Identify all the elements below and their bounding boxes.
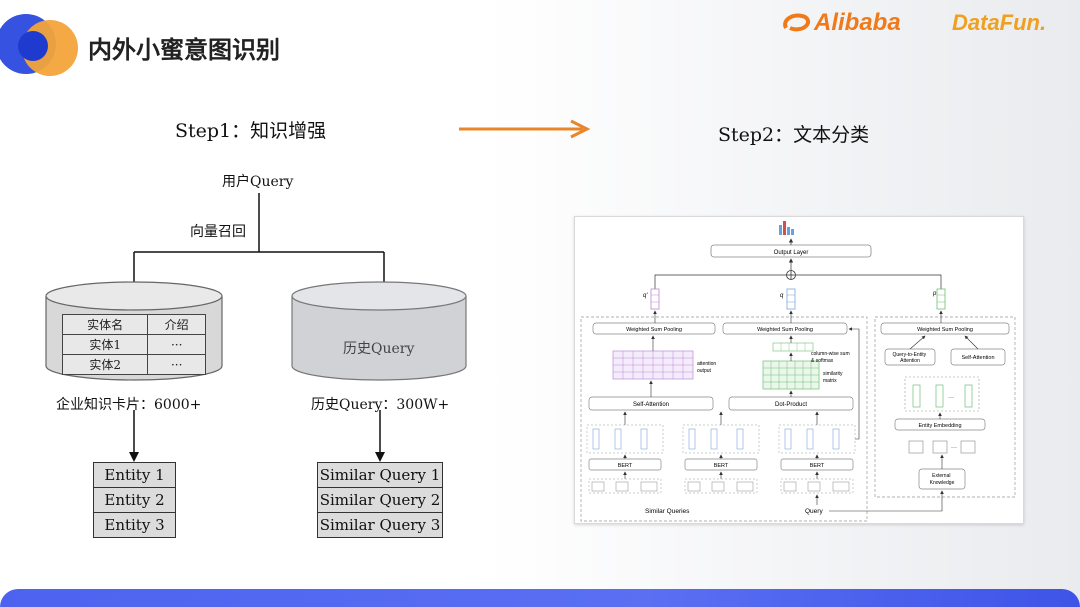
query-caption: Query xyxy=(805,508,823,515)
token-vectors xyxy=(586,424,856,454)
bert-label: BERT xyxy=(810,463,825,469)
page-title: 内外小蜜意图识别 xyxy=(88,36,280,64)
p-label: p xyxy=(932,291,937,297)
list-item: Similar Query 1 xyxy=(319,466,441,484)
alibaba-logo: Alibaba xyxy=(780,8,901,38)
header-logo-circles xyxy=(0,14,78,76)
attention-output-line: output xyxy=(697,368,712,374)
alibaba-wordmark: Alibaba xyxy=(814,9,901,36)
attention-output-label: attention output xyxy=(697,361,718,374)
kb-cell: 实体1 xyxy=(61,334,149,355)
similar-queries-caption: Similar Queries xyxy=(645,508,690,515)
bottom-accent-bar xyxy=(0,589,1080,607)
left-region xyxy=(580,316,868,522)
list-item: Entity 3 xyxy=(94,512,175,537)
ext-line: External xyxy=(932,473,950,479)
wsp-left-box xyxy=(592,322,716,335)
attention-output-grid xyxy=(612,350,694,380)
output-layer-label: Output Layer xyxy=(774,250,809,256)
datafun-wordmark: DataFun. xyxy=(952,10,1047,35)
entity-list: Entity 1 Entity 2 Entity 3 xyxy=(93,462,176,538)
step-arrow-icon xyxy=(459,119,591,139)
entity-embedding-label: Entity Embedding xyxy=(918,423,961,429)
wsp-right-label: Weighted Sum Pooling xyxy=(917,327,973,333)
word-tokens xyxy=(588,478,854,494)
colwise-label: column-wise sum & softmax xyxy=(811,351,851,364)
history-caption: 历史Query：300W+ xyxy=(311,397,450,413)
kb-cell: ··· xyxy=(147,334,206,355)
kb-col-header: 实体名 xyxy=(61,314,149,335)
alibaba-mark-icon xyxy=(783,13,811,32)
q2e-line: Query-to-Entity xyxy=(892,352,926,358)
entity-tokens: ··· xyxy=(908,440,976,454)
attention-output-line: attention xyxy=(697,361,716,367)
history-db-label: 历史Query xyxy=(343,341,415,357)
architecture-figure: Output Layer q' q p Weighted Sum Pooling… xyxy=(574,216,1024,524)
bert-label: BERT xyxy=(618,463,633,469)
p-vector xyxy=(936,288,946,310)
entity-vectors: ··· xyxy=(912,384,973,408)
right-region xyxy=(874,316,1016,498)
kb-table-row: 实体2 ··· xyxy=(61,354,206,375)
q-prime-vector xyxy=(650,288,660,310)
q2e-attention-label: Query-to-Entity Attention xyxy=(892,352,927,364)
list-item: Similar Query 3 xyxy=(318,512,442,537)
colwise-line: & softmax xyxy=(811,358,834,364)
kb-caption: 企业知识卡片：6000+ xyxy=(56,397,202,413)
wsp-mid-box xyxy=(722,322,848,335)
wsp-left-label: Weighted Sum Pooling xyxy=(626,327,682,333)
similar-query-list: Similar Query 1 Similar Query 2 Similar … xyxy=(317,462,443,538)
svg-text:···: ··· xyxy=(951,445,957,451)
similarity-matrix-label: similarity matrix xyxy=(823,371,844,384)
q-vector xyxy=(786,288,796,310)
external-knowledge-box xyxy=(918,468,966,490)
svg-text:···: ··· xyxy=(948,395,954,401)
similarity-matrix-grid xyxy=(762,342,820,390)
step1-heading: Step1：知识增强 xyxy=(175,120,327,142)
entity-vectors-group xyxy=(904,376,980,412)
kb-table-row: 实体1 ··· xyxy=(61,334,206,355)
kb-col-header: 介绍 xyxy=(147,314,206,335)
self-attention-left-label: Self-Attention xyxy=(633,402,669,408)
list-item: Similar Query 2 xyxy=(318,487,442,512)
wsp-right-box xyxy=(880,322,1010,335)
similarity-line: matrix xyxy=(823,378,837,384)
list-item: Entity 2 xyxy=(94,487,175,512)
q2e-line: Attention xyxy=(900,358,920,364)
dot-product-label: Dot-Product xyxy=(775,402,807,408)
q-label: q xyxy=(780,293,784,299)
colwise-line: column-wise sum xyxy=(811,351,850,357)
wsp-mid-label: Weighted Sum Pooling xyxy=(757,327,813,333)
output-chart-icon xyxy=(779,221,794,235)
external-knowledge-label: External Knowledge xyxy=(930,473,955,486)
list-item: Entity 1 xyxy=(104,466,165,484)
kb-table: 实体名 介绍 实体1 ··· 实体2 ··· xyxy=(61,314,206,375)
vector-recall-label: 向量召回 xyxy=(190,224,246,240)
architecture-diagram: Output Layer q' q p Weighted Sum Pooling… xyxy=(580,221,1016,522)
kb-cell: ··· xyxy=(147,354,206,375)
step2-heading: Step2：文本分类 xyxy=(718,124,870,146)
ext-line: Knowledge xyxy=(930,480,955,486)
user-query-label: 用户Query xyxy=(222,174,294,190)
bert-label: BERT xyxy=(714,463,729,469)
kb-cell: 实体2 xyxy=(61,354,149,375)
q-prime-label: q' xyxy=(643,293,648,299)
similarity-line: similarity xyxy=(823,371,843,377)
datafun-logo: DataFun. xyxy=(952,8,1046,38)
flow-connectors xyxy=(45,193,467,462)
self-attention-right-label: Self-Attention xyxy=(961,355,994,361)
kb-table-header-row: 实体名 介绍 xyxy=(61,314,206,335)
